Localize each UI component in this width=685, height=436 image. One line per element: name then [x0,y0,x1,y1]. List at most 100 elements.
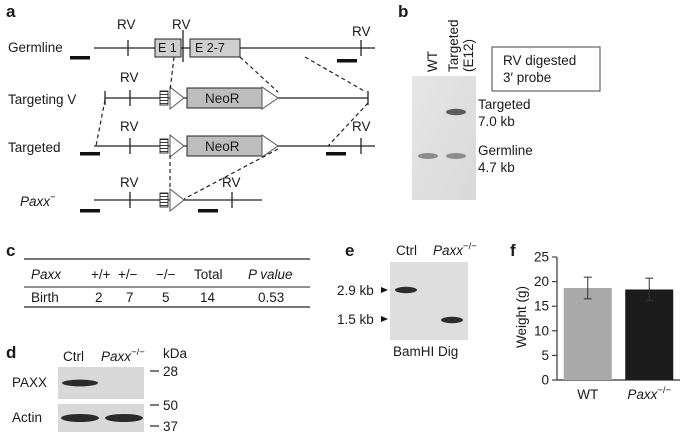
southern-e-blot [390,262,468,340]
blot-b-lane-e12: (E12) [461,39,476,72]
chart-f-ytick-label-10: 10 [534,323,549,338]
southern-e-lane-paxx-ko-sup: −/− [463,241,477,252]
exon-2-7-box [189,38,241,58]
exon-1-box [154,38,182,58]
targeted-loxp-right [261,134,279,158]
panel-e-letter: e [345,241,354,260]
table-cell-ko-count: 5 [162,290,170,305]
panel-c-letter: c [6,241,15,260]
western-marker-37: 37 [163,419,178,434]
panel-d-letter: d [6,343,16,362]
panel-a: a Germline Targeting V Targeted Paxx− E … [6,2,375,213]
southern-blot-image [412,76,476,200]
targeting-vector-loxp-right [261,86,279,110]
targeted-hatched-exon [159,138,169,154]
chart-f-bar-0 [563,287,612,380]
paxx-null-3prime-probe [198,209,218,213]
western-protein-paxx: PAXX [12,375,47,390]
exon-1-label: E 1 [158,41,177,55]
targeted-3prime-probe [326,152,346,156]
chart-f-xlabel-paxx-sup: −/− [657,385,671,396]
chart-f-xlabel-0: WT [577,387,598,402]
chart-f-ytick-label-0: 0 [541,373,549,388]
southern-e-size-2-9: 2.9 kb [337,283,374,298]
blot-b-lane-targeted: Targeted [446,19,461,72]
western-lane-paxx-ko-sup: −/− [131,347,145,358]
germline-5prime-probe [70,56,90,60]
chart-f-ytick-label-20: 20 [534,274,549,289]
paxx-null-rv-label-1: RV [120,175,139,190]
table-cell-het-count: 7 [126,290,134,305]
paxx-null-loxp [169,187,185,213]
blot-b-targeted-band [446,108,466,116]
southern-e-lane-ctrl: Ctrl [396,243,417,258]
table-cell-pvalue: 0.53 [258,290,284,305]
panel-f: f Weight (g) 0 5 10 15 20 25 WT Paxx−/− [510,241,680,402]
recombination-dashed-lines [95,56,369,200]
western-actin-band-ctrl [61,414,99,422]
southern-e-band-ctrl [395,286,417,294]
targeted-loxp-left [169,133,185,159]
panel-d: d Ctrl Paxx−/− kDa PAXX Actin 28 50 37 [6,343,187,434]
chart-f-ytick-label-5: 5 [541,348,549,363]
panel-f-letter: f [510,241,516,260]
germline-rv-label-2: RV [172,17,191,32]
row-label-targeting-vector: Targeting V [8,92,76,107]
panel-b: b WT Targeted (E12) RV digested 3′ probe… [398,2,601,200]
southern-e-lane-paxx-ko-text: Paxx [433,243,464,258]
table-cell-birth: Birth [31,290,59,305]
chart-f-xlabel-paxx-text: Paxx [627,387,658,402]
paxx-null-rv-label-2: RV [222,175,241,190]
chart-f-ytick-label-15: 15 [534,299,549,314]
probe-info-line-1: RV digested [503,53,576,68]
paxx-null-hatched-exon [159,192,169,208]
western-actin-band-ko [105,414,143,422]
southern-e-band-ko [441,316,463,324]
row-label-paxx-null: Paxx− [20,192,56,209]
probe-info-line-2: 3′ probe [503,70,551,85]
western-marker-28: 28 [163,364,178,379]
targeted-neor-label: NeoR [205,139,240,154]
band-germline-size: 4.7 kb [478,160,515,175]
germline-rv-label-3: RV [352,24,371,39]
southern-e-caption: BamHI Dig [393,344,458,359]
chart-f-ylabel: Weight (g) [514,286,529,348]
western-marker-50: 50 [163,398,178,413]
blot-b-germline-band-wt [418,153,438,159]
band-targeted-size: 7.0 kb [478,114,515,129]
table-cell-total: 14 [200,290,216,305]
chart-f-bars [563,276,674,380]
chart-f-xlabels: WT Paxx−/− [577,385,671,402]
table-header-ko: −/− [156,267,176,282]
blot-b-germline-band-targeted [446,153,466,159]
table-header-het: +/− [118,267,138,282]
table-header-pvalue: P value [248,267,293,282]
table-cell-wt-count: 2 [95,290,103,305]
germline-rv-label-1: RV [117,17,136,32]
western-lane-ctrl: Ctrl [63,349,84,364]
targeted-5prime-probe [80,152,100,156]
panel-c: c Paxx +/+ +/− −/− Total P value Birth 2… [6,241,310,308]
chart-f-ytick-label-25: 25 [534,250,549,265]
panel-a-letter: a [6,2,16,21]
southern-e-arrow-2-9 [381,287,388,293]
western-paxx-band-ctrl [62,379,98,387]
chart-f-bar-1 [625,289,674,380]
targeted-rv-label-1: RV [120,119,139,134]
targeting-vector-rv-label: RV [120,70,139,85]
western-lane-paxx-ko-text: Paxx [101,349,132,364]
western-lane-paxx-ko: Paxx−/− [101,347,145,364]
western-kda-label: kDa [163,346,187,361]
table-header-wt: +/+ [91,267,111,282]
row-label-targeted: Targeted [8,140,61,155]
table-header-total: Total [194,267,223,282]
table-header-pvalue-text: P value [248,267,293,282]
exon-2-7-label: E 2-7 [195,41,225,55]
targeting-vector-neor-label: NeoR [205,91,240,106]
row-label-paxx-null-sup: − [50,192,56,203]
targeted-rv-label-2: RV [352,119,371,134]
panel-b-letter: b [398,2,408,21]
southern-e-size-1-5: 1.5 kb [337,312,374,327]
row-label-paxx-null-text: Paxx [20,194,51,209]
